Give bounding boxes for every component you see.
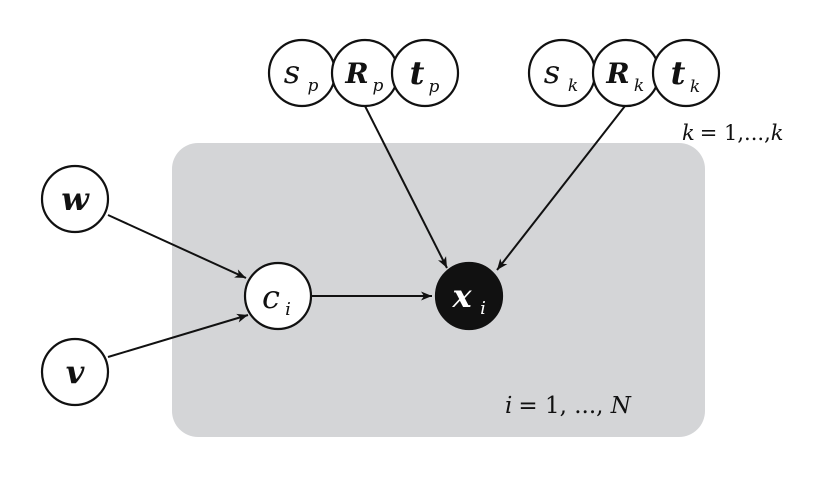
svg-text:k: k	[568, 76, 578, 96]
node-x-i: x i	[434, 261, 504, 331]
svg-text:i= 1, ..., N: i= 1, ..., N	[505, 393, 632, 419]
svg-text:k: k	[634, 76, 644, 96]
node-w: w	[40, 164, 110, 234]
observation-plate-label: i= 1, ..., N	[505, 393, 632, 419]
svg-text:k: k	[690, 77, 700, 97]
edge-Rp-to-x	[364, 105, 448, 269]
svg-text:x: x	[451, 277, 472, 315]
node-R-p: R p	[330, 38, 400, 108]
svg-text:t: t	[671, 54, 686, 92]
svg-text:v: v	[66, 353, 85, 391]
svg-text:t: t	[410, 54, 425, 92]
svg-text:c: c	[262, 278, 280, 316]
k-plate-label: k= 1,...,k	[682, 121, 783, 145]
svg-text:R: R	[344, 57, 368, 90]
node-t-p: t p	[390, 38, 460, 108]
svg-text:i: i	[480, 298, 486, 319]
edge-w-to-c	[107, 214, 247, 279]
edge-Rk-to-x	[496, 105, 626, 271]
svg-text:s: s	[544, 53, 560, 91]
svg-text:p: p	[373, 76, 384, 96]
node-c-i: c i	[243, 261, 313, 331]
svg-text:i: i	[285, 299, 291, 320]
node-t-k: t k	[651, 38, 721, 108]
svg-text:R: R	[605, 57, 629, 90]
node-v: v	[40, 337, 110, 407]
svg-text:w: w	[61, 180, 90, 218]
svg-text:s: s	[284, 53, 300, 91]
node-s-k: s k	[527, 38, 597, 108]
svg-text:p: p	[429, 77, 440, 97]
svg-text:p: p	[308, 76, 319, 96]
node-R-k: R k	[591, 38, 661, 108]
svg-text:k= 1,...,k: k= 1,...,k	[682, 121, 783, 145]
edge-v-to-c	[107, 313, 249, 358]
node-s-p: s p	[267, 38, 337, 108]
